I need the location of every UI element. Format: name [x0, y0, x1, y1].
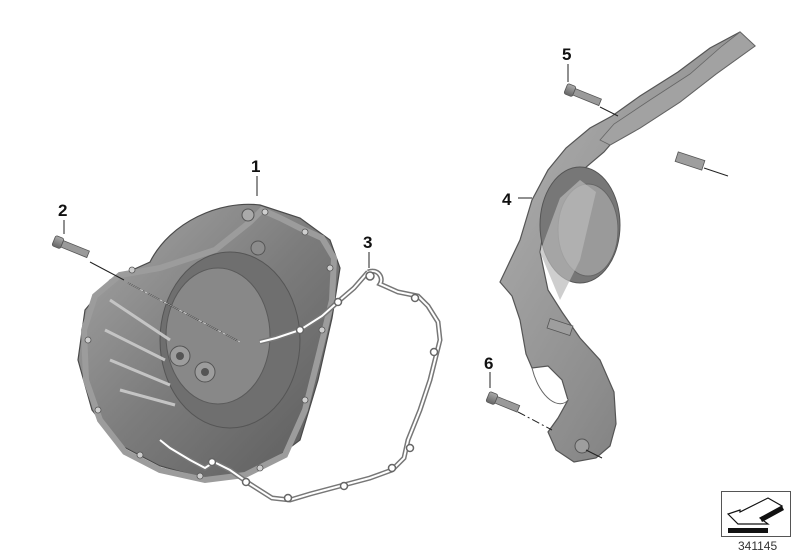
part-4-cover-guard — [499, 31, 756, 463]
leader-lines — [63, 64, 569, 388]
callout-3[interactable]: 3 — [363, 233, 373, 252]
arrow-direction-icon — [726, 497, 784, 533]
part-3-gasket — [158, 268, 443, 503]
callout-2[interactable]: 2 — [58, 201, 68, 220]
part-6-bolt — [485, 391, 553, 431]
callout-1[interactable]: 1 — [251, 157, 261, 176]
diagram-reference-number: 341145 — [738, 539, 778, 553]
callout-5[interactable]: 5 — [562, 45, 572, 64]
part-1-alternator-cover — [77, 203, 341, 484]
callout-6[interactable]: 6 — [484, 354, 494, 373]
part-5-bolt — [563, 83, 619, 117]
direction-symbol-box — [721, 491, 791, 537]
part-2-bolt — [51, 235, 125, 281]
callout-4[interactable]: 4 — [502, 190, 512, 209]
